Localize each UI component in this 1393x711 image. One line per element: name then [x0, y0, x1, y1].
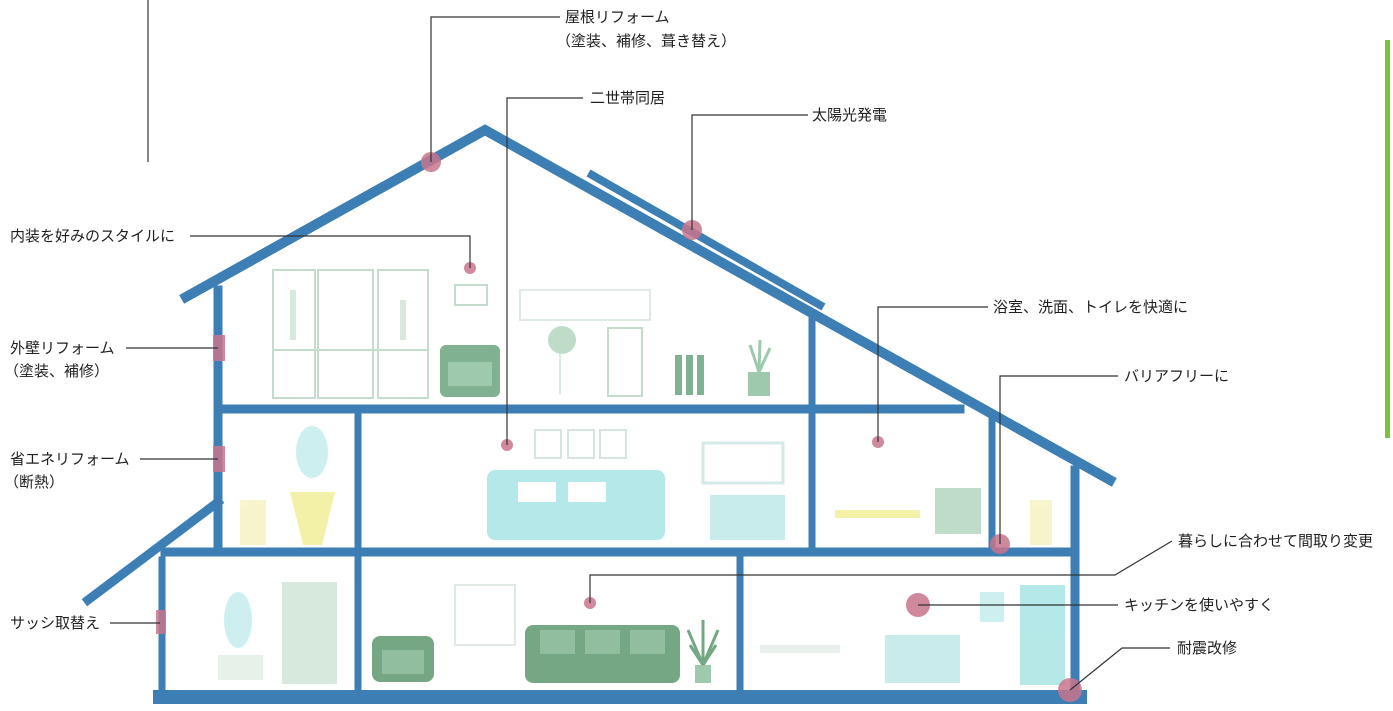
house-structure — [81, 124, 1117, 704]
fridge-icon — [1020, 585, 1065, 685]
chair-icon — [1030, 500, 1052, 545]
picture-frames — [534, 429, 627, 459]
leader-lines — [110, 0, 1173, 691]
leader-two-generation — [506, 97, 583, 445]
shelf-icon — [218, 655, 263, 680]
desk-icon — [519, 289, 651, 395]
lower-roof — [81, 495, 225, 607]
furnishings — [218, 269, 1065, 685]
window-icon — [980, 592, 1004, 622]
leader-seismic — [1069, 647, 1170, 691]
markers — [156, 152, 1082, 702]
label-layout-change: 暮らしに合わせて間取り変更 — [1178, 532, 1373, 550]
sofa-icon — [487, 470, 665, 540]
solar-panel — [586, 169, 826, 311]
cabinet-icon — [935, 488, 981, 534]
sink-icon — [290, 492, 335, 545]
marker-exterior-wall — [213, 335, 225, 361]
armchair-icon — [372, 636, 434, 682]
counter-icon — [835, 510, 920, 518]
label-two-generation: 二世帯同居 — [590, 89, 665, 107]
sofa-icon — [525, 625, 680, 683]
label-roof-line1: 屋根リフォーム — [565, 8, 670, 26]
book-icon — [400, 300, 406, 340]
drawer-icon — [607, 327, 643, 397]
label-exterior-wall-line2: （塗装、補修） — [4, 362, 109, 380]
kitchen-cabinet-icon — [885, 635, 960, 683]
label-sash: サッシ取替え — [10, 614, 100, 632]
bookshelf-icon — [272, 269, 429, 399]
accent-bar — [1385, 40, 1390, 438]
label-kitchen: キッチンを使いやすく — [1124, 596, 1274, 614]
label-seismic: 耐震改修 — [1177, 639, 1237, 657]
label-bath: 浴室、洗面、トイレを快適に — [993, 298, 1188, 316]
marker-sash — [156, 610, 166, 634]
frame-icon — [454, 284, 488, 306]
leader-bath — [877, 306, 988, 442]
binders-icon — [675, 355, 704, 395]
upper-roof — [179, 124, 1117, 487]
label-roof-line2: （塗装、補修、葺き替え） — [556, 32, 736, 50]
leader-interior — [190, 235, 471, 268]
label-interior: 内装を好みのスタイルに — [10, 227, 175, 245]
leader-layout — [589, 540, 1173, 603]
leader-roof — [430, 16, 560, 162]
label-barrier-free: バリアフリーに — [1124, 367, 1229, 385]
mirror-icon — [296, 426, 328, 478]
leader-solar — [691, 114, 808, 230]
tv-icon — [701, 441, 785, 540]
door-icon — [282, 582, 337, 684]
plant-icon — [686, 620, 720, 683]
label-solar: 太陽光発電 — [812, 106, 887, 124]
label-energy-line1: 省エネリフォーム — [10, 450, 130, 468]
shelf-icon — [454, 584, 516, 646]
label-energy-line2: （断熱） — [4, 473, 64, 491]
leader-barrier-free — [999, 375, 1118, 544]
desk-chair-icon — [548, 326, 576, 354]
toilet-icon — [240, 500, 266, 545]
armchair-icon — [440, 345, 500, 397]
mirror-icon — [224, 592, 252, 648]
marker-energy — [213, 446, 225, 472]
label-exterior-wall-line1: 外壁リフォーム — [10, 339, 115, 357]
labels: 屋根リフォーム （塗装、補修、葺き替え） 二世帯同居 太陽光発電 内装を好みのス… — [4, 8, 1373, 657]
book-icon — [290, 290, 296, 340]
dining-table-icon — [760, 645, 840, 653]
plant-icon — [748, 339, 772, 396]
